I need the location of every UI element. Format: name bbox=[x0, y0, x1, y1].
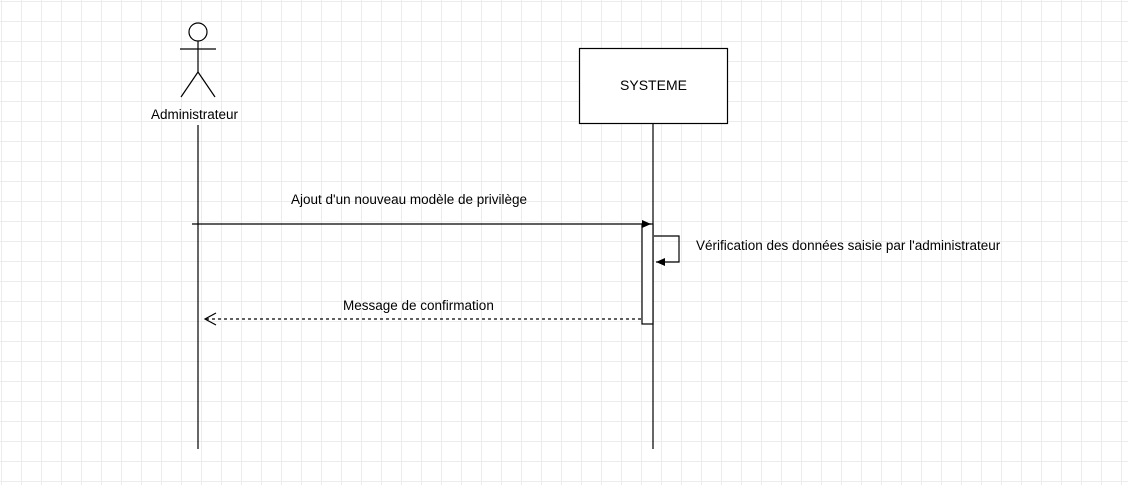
activation-bar[interactable] bbox=[641, 223, 654, 325]
actor-figure[interactable] bbox=[180, 22, 216, 98]
actor-head bbox=[188, 22, 208, 42]
actor-right-leg bbox=[197, 71, 216, 98]
message-2-label[interactable]: Vérification des données saisie par l'ad… bbox=[696, 238, 1001, 253]
actor-label[interactable]: Administrateur bbox=[151, 107, 239, 122]
message-3-label[interactable]: Message de confirmation bbox=[343, 298, 494, 313]
system-box[interactable] bbox=[578, 47, 729, 125]
message-3-arrowhead-open bbox=[203, 312, 217, 326]
message-2-self-arrow[interactable] bbox=[654, 235, 680, 266]
system-label[interactable]: SYSTEME bbox=[620, 77, 687, 93]
actor-left-leg bbox=[180, 71, 199, 98]
message-1-label[interactable]: Ajout d'un nouveau modèle de privilège bbox=[291, 192, 527, 207]
